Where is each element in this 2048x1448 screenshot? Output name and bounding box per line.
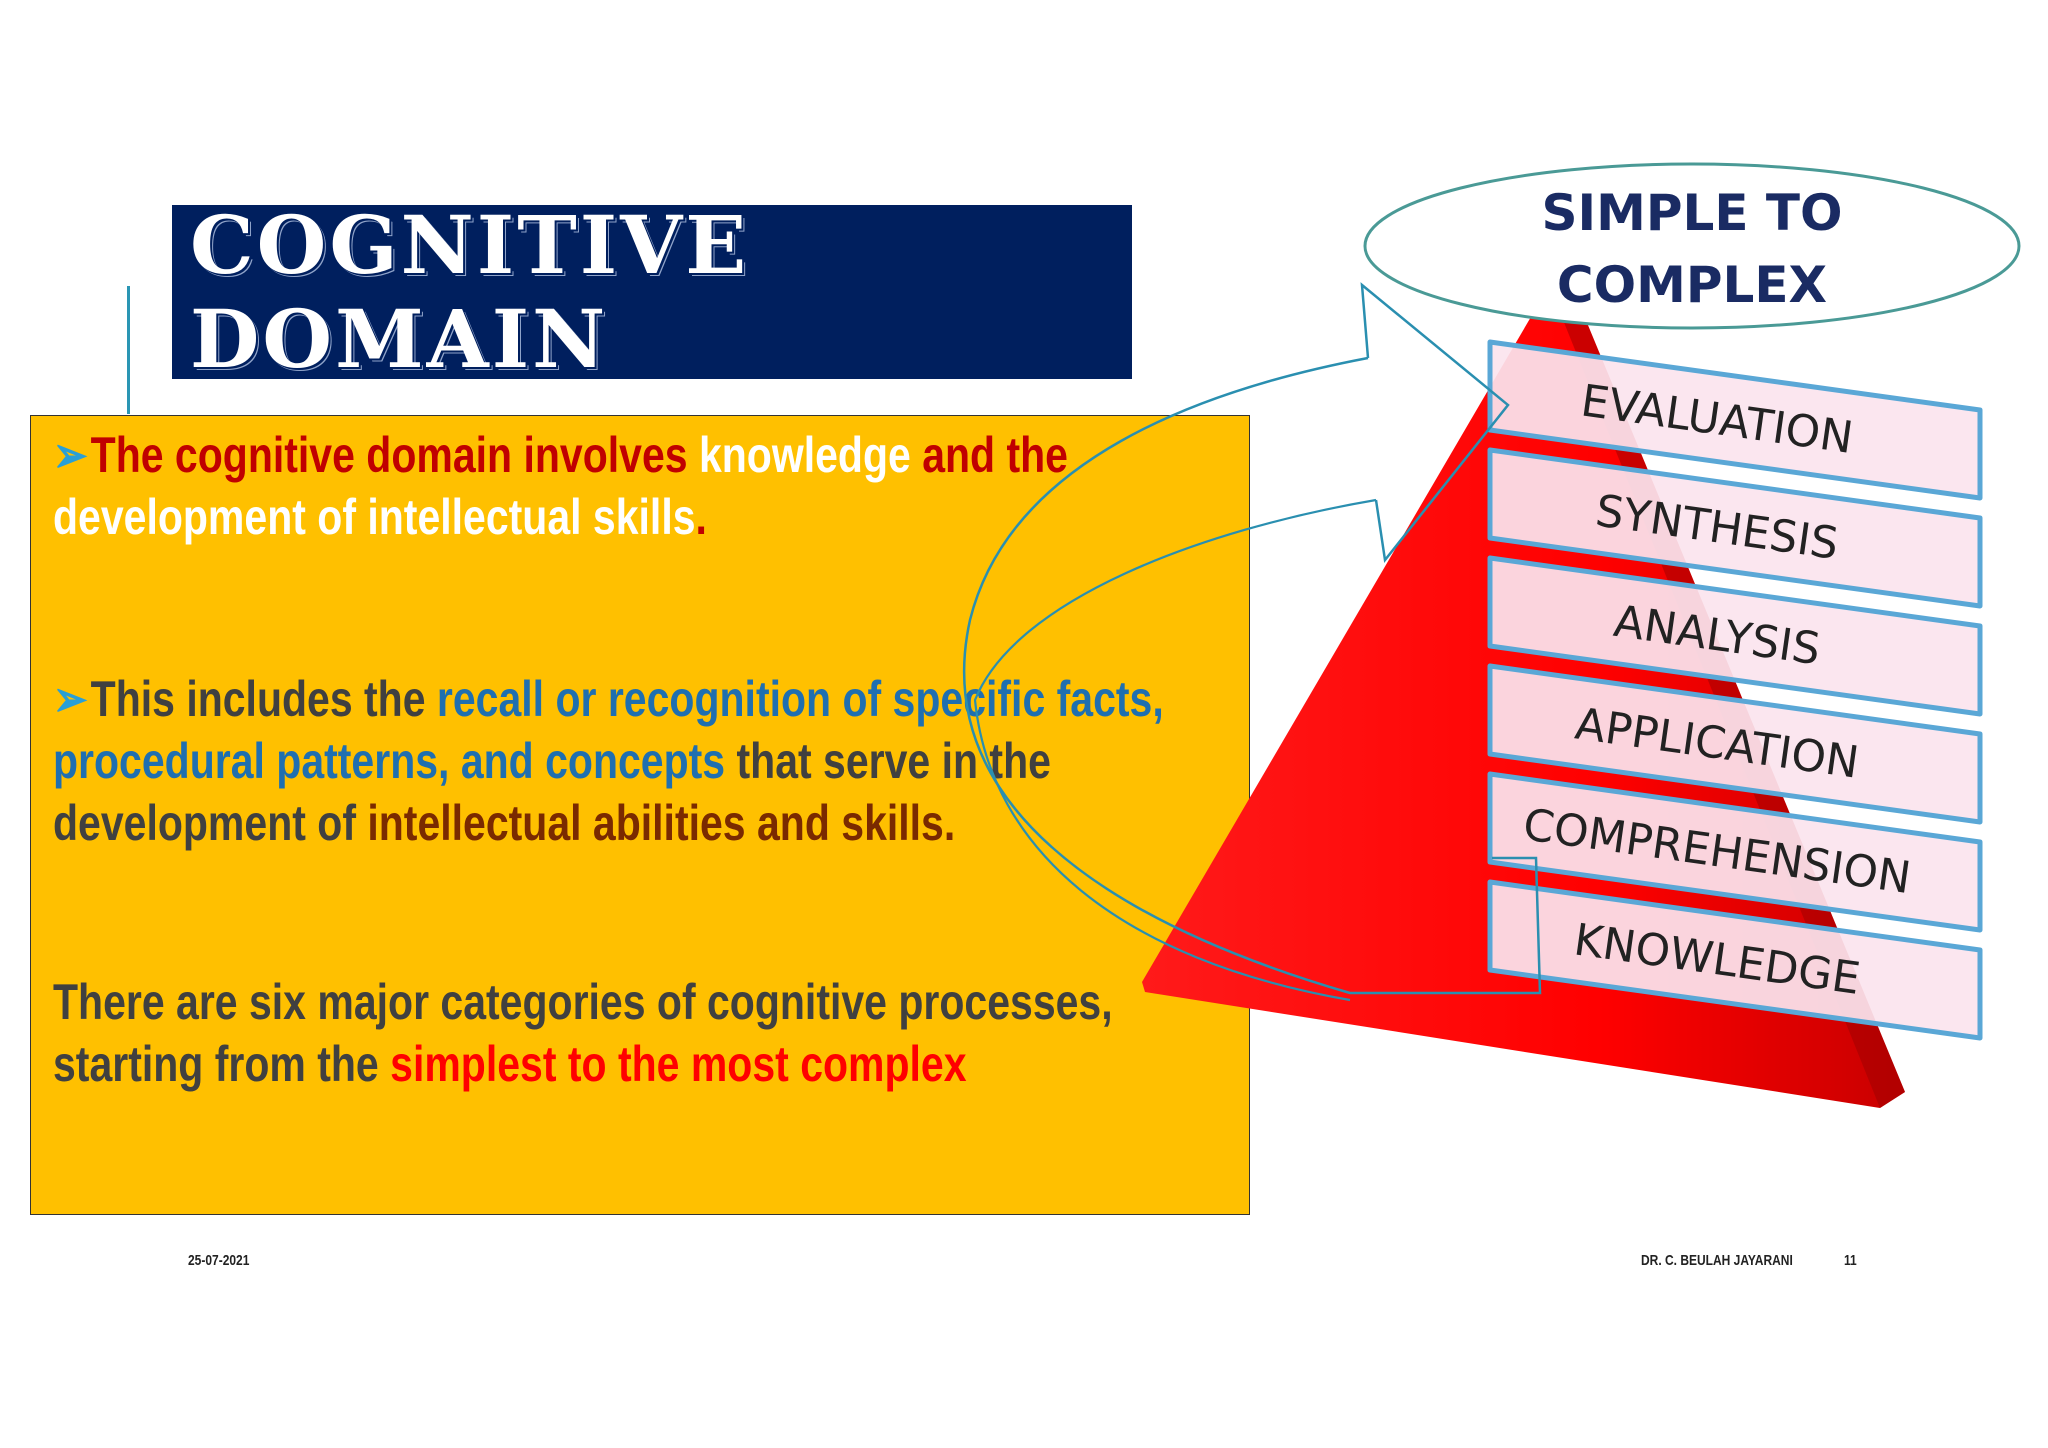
footer-author: DR. C. BEULAH JAYARANI (1641, 1252, 1793, 1269)
pyramid-level-band (1487, 447, 1983, 609)
ellipse-line-2: COMPLEX (1557, 256, 1827, 314)
bullet-arrow-icon: ➢ (53, 427, 88, 483)
title-banner: COGNITIVE DOMAIN (172, 198, 1132, 386)
content-box: ➢The cognitive domain involves knowledge… (30, 415, 1250, 1215)
pyramid-level: KNOWLEDGE (1487, 879, 1983, 1041)
pyramid-level-band (1487, 339, 1983, 501)
pyramid-level: APPLICATION (1487, 663, 1983, 825)
para3-part1: There are six major categories of cognit… (53, 974, 1113, 1092)
pyramid-level-band (1487, 555, 1983, 717)
arrow-outer-icon (963, 356, 1542, 995)
simple-to-complex-ellipse (1363, 162, 2021, 330)
footer-page-number: 11 (1844, 1252, 1857, 1269)
accent-line (127, 286, 130, 414)
para1-part3: and the (910, 427, 1068, 483)
slide-title: COGNITIVE DOMAIN (190, 198, 750, 386)
footer-date: 25-07-2021 (188, 1252, 250, 1269)
para1-part5: . (695, 489, 707, 545)
pyramid-level: SYNTHESIS (1487, 447, 1983, 609)
para2-part4: intellectual abilities and skills. (367, 795, 956, 851)
para2-part1: This includes the (90, 671, 437, 727)
pyramid-level: ANALYSIS (1487, 555, 1983, 717)
arrow-inner-icon (973, 498, 1377, 1002)
para2-part3: that serve in the development of (53, 733, 1051, 851)
paragraph-1: ➢The cognitive domain involves knowledge… (53, 424, 1217, 548)
pyramid-level: EVALUATION (1487, 339, 1983, 501)
pyramid-level-band (1487, 879, 1983, 1041)
pyramid-levels: EVALUATIONSYNTHESISANALYSISAPPLICATIONCO… (1487, 339, 1983, 1041)
ellipse-line-1: SIMPLE TO (1541, 184, 1842, 242)
para1-part4: development of intellectual skills (53, 489, 696, 545)
bullet-arrow-icon: ➢ (53, 671, 88, 727)
para1-part2: knowledge (698, 427, 911, 483)
pyramid-level-band (1487, 771, 1983, 933)
pyramid-level-band (1487, 663, 1983, 825)
arrow-outer-head-icon (1360, 282, 1510, 564)
paragraph-2: ➢This includes the recall or recognition… (53, 668, 1217, 854)
paragraph-3: There are six major categories of cognit… (53, 971, 1217, 1095)
para3-part2: simplest to the most complex (390, 1036, 967, 1092)
para1-part1: The cognitive domain involves (90, 427, 699, 483)
para2-part2: recall or recognition of specific facts,… (53, 671, 1164, 789)
